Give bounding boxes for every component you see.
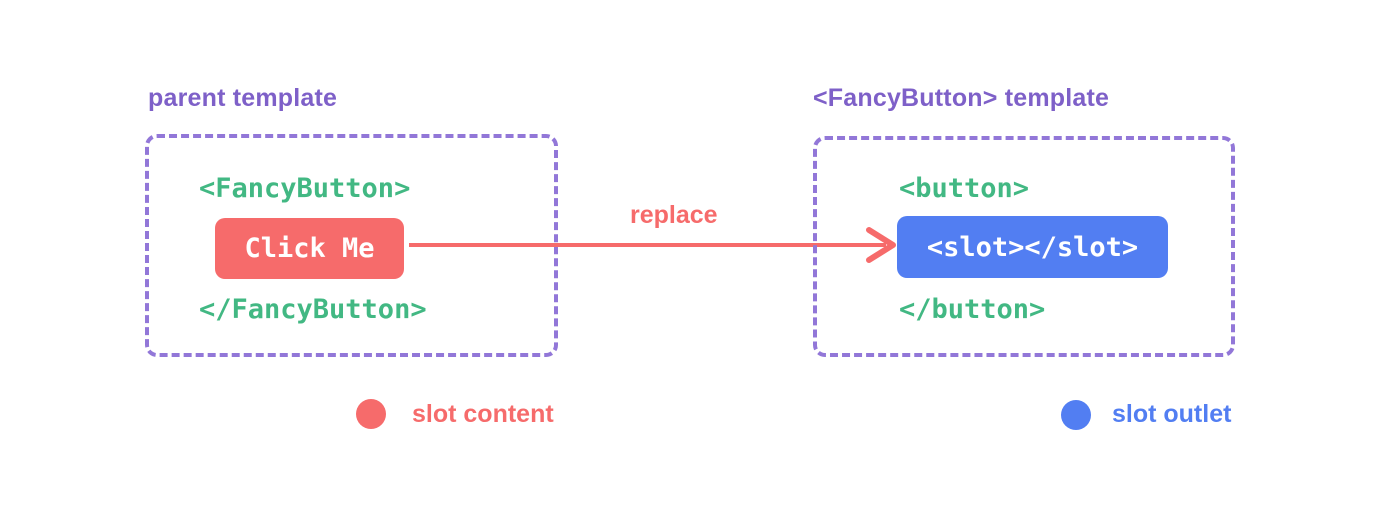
slot-outlet-legend-dot-icon — [1061, 400, 1091, 430]
fancybutton-open-tag: <FancyButton> — [199, 173, 411, 204]
slot-content-legend-dot-icon — [356, 399, 386, 429]
slot-outlet-legend-label: slot outlet — [1112, 400, 1232, 428]
slot-content-chip: Click Me — [215, 218, 404, 279]
button-close-tag: </button> — [899, 294, 1046, 325]
replace-arrow-icon — [409, 227, 896, 263]
fancybutton-close-tag: </FancyButton> — [199, 294, 427, 325]
slot-content-chip-label: Click Me — [244, 233, 375, 264]
component-template-box — [813, 136, 1235, 357]
parent-template-title: parent template — [148, 84, 338, 112]
component-template-title: <FancyButton> template — [813, 84, 1110, 112]
button-open-tag: <button> — [899, 173, 1030, 204]
slot-content-legend-label: slot content — [412, 400, 554, 428]
replace-label: replace — [630, 201, 718, 229]
slot-outlet-chip-label: <slot></slot> — [926, 231, 1139, 263]
slot-outlet-chip: <slot></slot> — [897, 216, 1168, 278]
